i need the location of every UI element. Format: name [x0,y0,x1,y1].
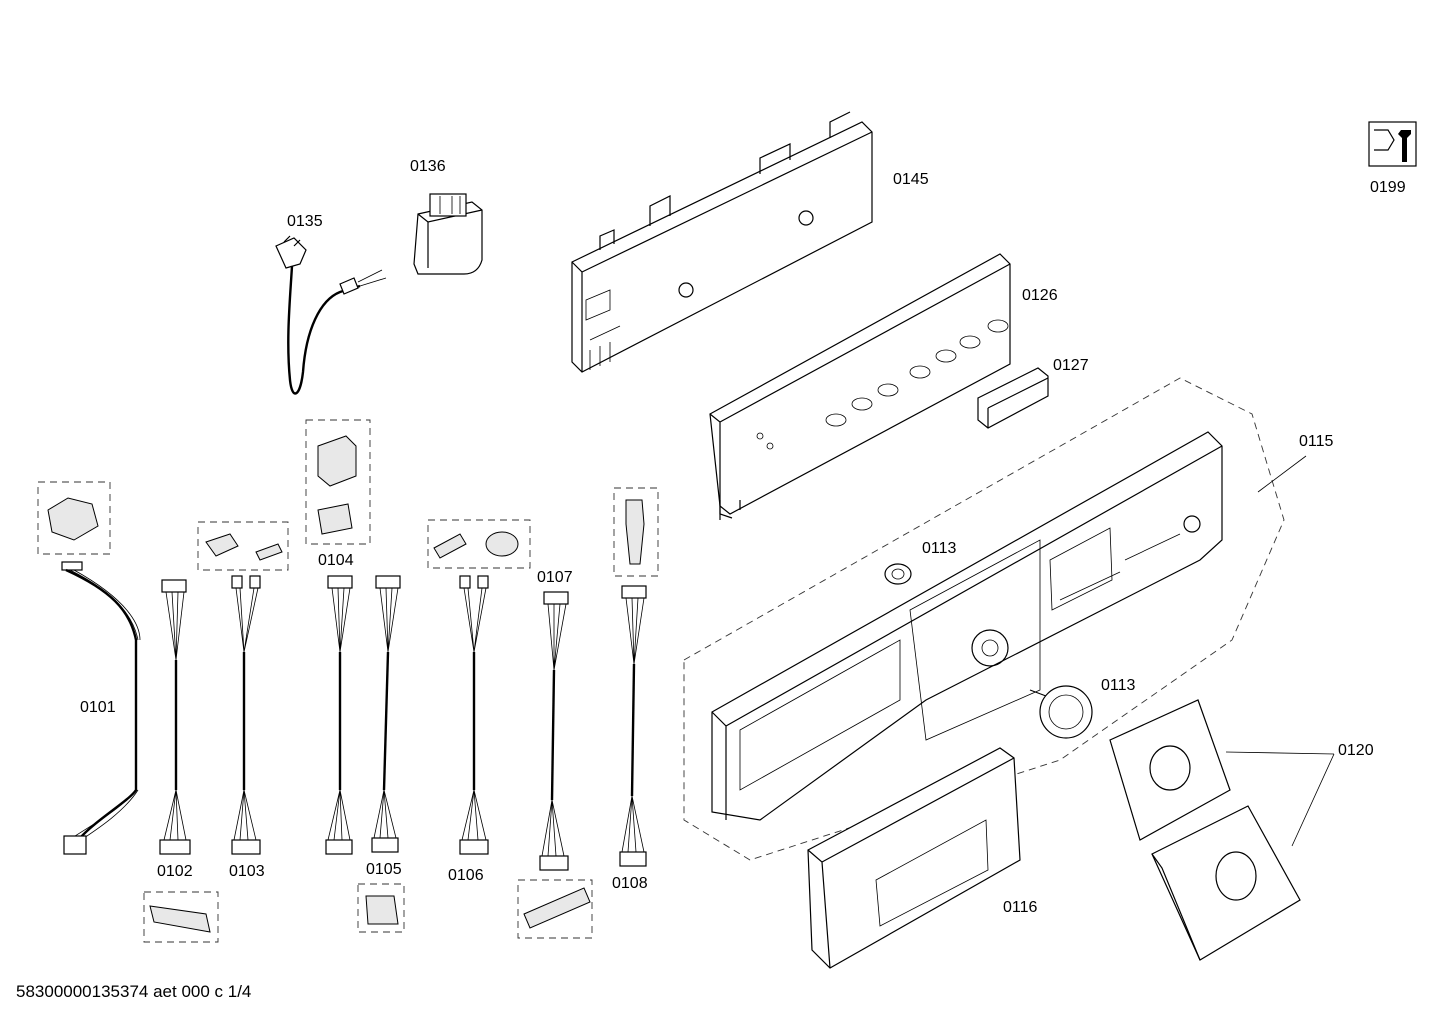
valve-component-0103[interactable] [197,521,289,571]
harness-0101[interactable] [61,561,141,855]
label-0101: 0101 [80,699,116,716]
knob-part-upper[interactable] [884,563,912,585]
document-id: 58300000135374 aet 000 c 1/4 [16,982,252,1001]
harness-0104[interactable] [325,575,353,855]
heater-component-0102[interactable] [143,891,219,943]
harness-0102[interactable] [159,579,191,855]
harness-0108[interactable] [619,585,647,867]
dispenser-handle-part[interactable] [807,747,1021,969]
pump-component-0108[interactable] [613,487,659,577]
label-0136: 0136 [410,158,446,175]
fascia-assembly-outline [683,377,1285,861]
control-fascia-part[interactable] [711,431,1223,821]
label-0120: 0120 [1338,742,1374,759]
valve-component-0104[interactable] [305,419,371,545]
label-0115: 0115 [1299,433,1334,450]
control-module-frame-part[interactable] [709,253,1011,520]
label-0127: 0127 [1053,357,1089,374]
component-0105[interactable] [357,883,405,933]
label-0145: 0145 [893,171,929,188]
harness-0106[interactable] [459,575,489,855]
label-0106: 0106 [448,867,484,884]
label-0108: 0108 [612,875,648,892]
label-0105: 0105 [366,861,402,878]
label-0107: 0107 [537,569,573,586]
display-window-part[interactable] [977,367,1049,429]
wrench-service-icon[interactable] [1368,121,1417,167]
label-0135: 0135 [287,213,323,230]
motor-component[interactable] [37,481,111,555]
power-cord-part[interactable] [275,235,387,395]
harness-0107[interactable] [539,591,569,871]
label-0199: 0199 [1370,179,1406,196]
label-0103: 0103 [229,863,265,880]
harness-0105[interactable] [371,575,401,853]
label-0113-lower: 0113 [1101,677,1136,694]
harness-0103[interactable] [231,575,261,855]
label-0113-upper: 0113 [922,540,957,557]
label-0104: 0104 [318,552,354,569]
sensor-component-0106[interactable] [427,519,531,569]
module-housing-part[interactable] [571,111,873,373]
interference-filter-part[interactable] [413,193,483,275]
label-0126: 0126 [1022,287,1058,304]
label-0102: 0102 [157,863,193,880]
board-component-0108[interactable] [517,879,593,939]
knob-part-lower[interactable] [1029,685,1093,739]
cover-plate-part[interactable] [1109,699,1335,961]
label-0116: 0116 [1003,899,1038,916]
